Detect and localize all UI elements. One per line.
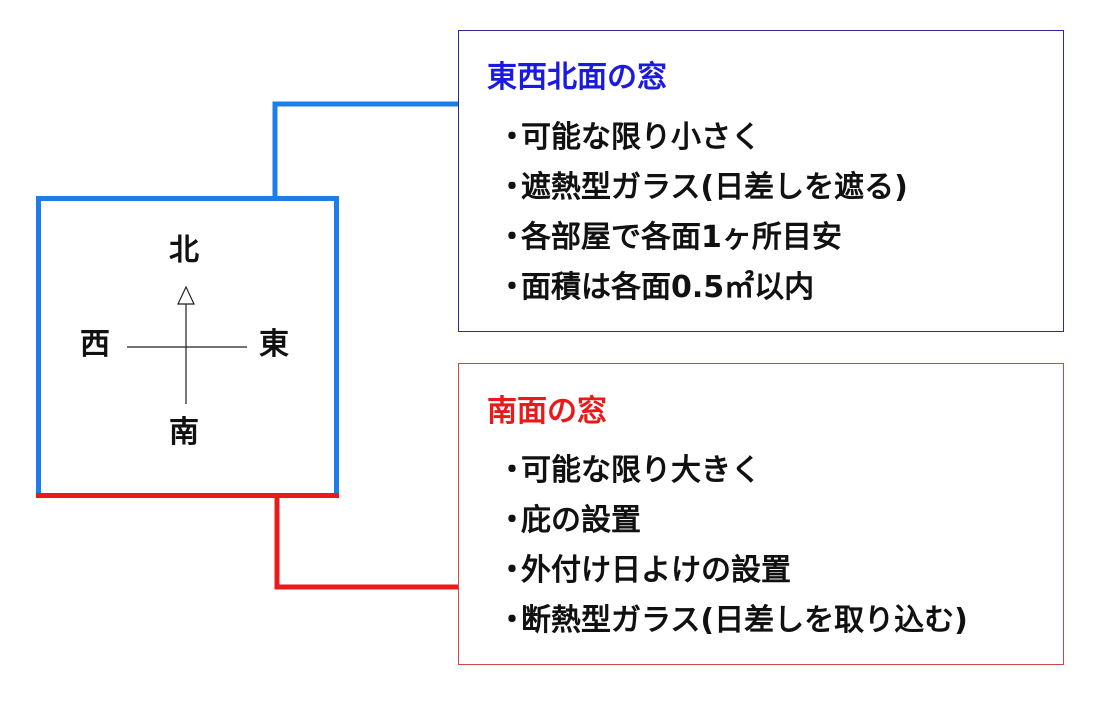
bullet-icon: ・ — [497, 220, 527, 255]
bullet-icon: ・ — [497, 503, 527, 538]
list-item: ・遮熱型ガラス(日差しを遮る) — [497, 163, 908, 213]
ewn-windows-box: 東西北面の窓 ・可能な限り小さく ・遮熱型ガラス(日差しを遮る) ・各部屋で各面… — [458, 30, 1064, 332]
ewn-walls — [36, 196, 339, 498]
list-item: ・面積は各面0.5㎡以内 — [497, 263, 908, 313]
compass-east: 東 — [259, 327, 289, 362]
bullet-icon: ・ — [497, 120, 527, 155]
list-item: ・外付け日よけの設置 — [497, 546, 968, 596]
list-item: ・庇の設置 — [497, 496, 968, 546]
bullet-icon: ・ — [497, 170, 527, 205]
north-arrow-icon — [177, 285, 195, 305]
compass-north: 北 — [169, 233, 199, 268]
compass-south: 南 — [169, 415, 199, 450]
list-item: ・可能な限り大きく — [497, 446, 968, 496]
bullet-icon: ・ — [497, 453, 527, 488]
list-item: ・各部屋で各面1ヶ所目安 — [497, 213, 908, 263]
bullet-icon: ・ — [497, 603, 527, 638]
south-connector-line — [274, 498, 458, 590]
ewn-connector-line — [272, 101, 458, 196]
bullet-icon: ・ — [497, 270, 527, 305]
ewn-windows-title: 東西北面の窓 — [487, 60, 667, 95]
compass-west: 西 — [80, 327, 110, 362]
south-windows-title: 南面の窓 — [487, 394, 607, 429]
list-item: ・可能な限り小さく — [497, 113, 908, 163]
south-windows-list: ・可能な限り大きく ・庇の設置 ・外付け日よけの設置 ・断熱型ガラス(日差しを取… — [497, 446, 968, 646]
south-windows-box: 南面の窓 ・可能な限り大きく ・庇の設置 ・外付け日よけの設置 ・断熱型ガラス(… — [458, 363, 1064, 665]
south-wall — [36, 493, 339, 498]
ewn-windows-list: ・可能な限り小さく ・遮熱型ガラス(日差しを遮る) ・各部屋で各面1ヶ所目安 ・… — [497, 113, 908, 313]
bullet-icon: ・ — [497, 553, 527, 588]
list-item: ・断熱型ガラス(日差しを取り込む) — [497, 596, 968, 646]
